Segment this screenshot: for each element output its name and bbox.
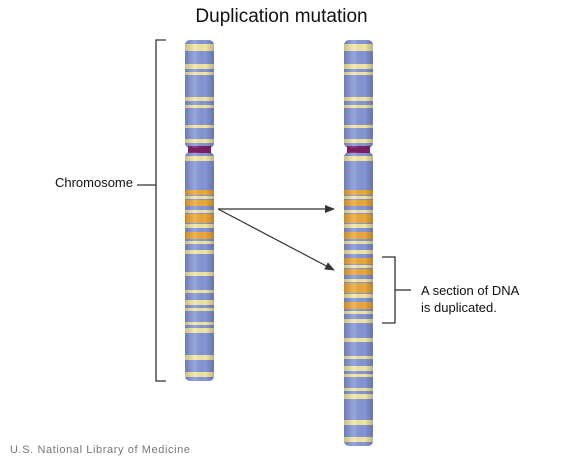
diagram-title: Duplication mutation — [195, 6, 368, 27]
credit-text: U.S. National Library of Medicine — [10, 444, 191, 456]
chromosome-bracket — [155, 39, 166, 382]
original-chromosome — [185, 40, 214, 381]
section-label-line2: is duplicated. — [421, 300, 497, 315]
duplicated-section-label: A section of DNA is duplicated. — [421, 282, 519, 316]
original-centromere — [188, 146, 211, 153]
section-label-line1: A section of DNA — [421, 283, 520, 298]
chromosome-label: Chromosome — [54, 175, 133, 190]
mutated-centromere — [347, 146, 370, 153]
duplicated-section-bracket — [382, 256, 396, 324]
mutated-chromosome — [344, 40, 373, 446]
arrow-to-duplicated-section — [217, 208, 335, 271]
